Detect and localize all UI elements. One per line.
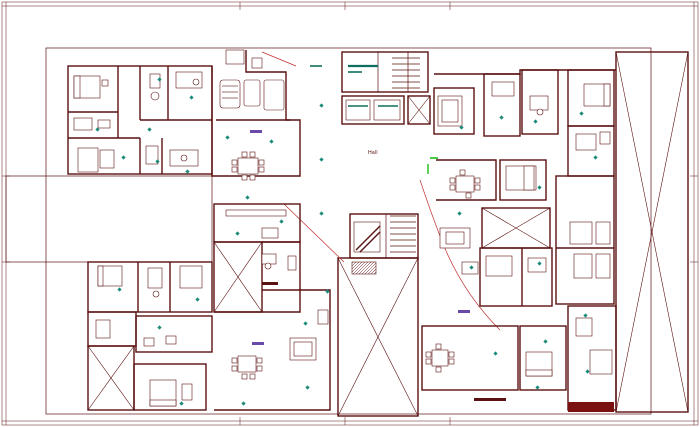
- kitchen-counter-icon: [219, 79, 241, 109]
- podium-outline: [45, 47, 652, 415]
- west-mid-block: [213, 203, 301, 313]
- south-west-living: [214, 289, 331, 411]
- apartment-south-west: [87, 261, 213, 411]
- apartment-south-east: [421, 247, 617, 412]
- dining-table-icon: [237, 157, 259, 175]
- single-bed-icon: [569, 221, 593, 245]
- west-living-block: [211, 49, 301, 181]
- dining-table-icon: [431, 349, 449, 367]
- dining-table-icon: [237, 355, 257, 373]
- wc-icon: [149, 73, 161, 89]
- elevator-icon: [345, 99, 401, 121]
- dining-table-icon: [455, 175, 475, 193]
- apartment-north-west: [67, 65, 213, 175]
- desk-icon: [261, 253, 277, 265]
- single-bed-icon: [77, 147, 99, 173]
- ceiling-light-points: [95, 77, 598, 406]
- central-core: Hall: [310, 51, 431, 417]
- west-wing-corridor: [5, 175, 213, 263]
- hall-label: Hall: [368, 150, 378, 156]
- hatched-slab-east: [568, 402, 614, 412]
- stair-north-icon: [377, 52, 420, 92]
- east-mid-block: [436, 159, 615, 305]
- hatched-slab: [351, 261, 377, 275]
- east-light-well: [615, 51, 689, 413]
- stair-south-icon: [385, 214, 416, 258]
